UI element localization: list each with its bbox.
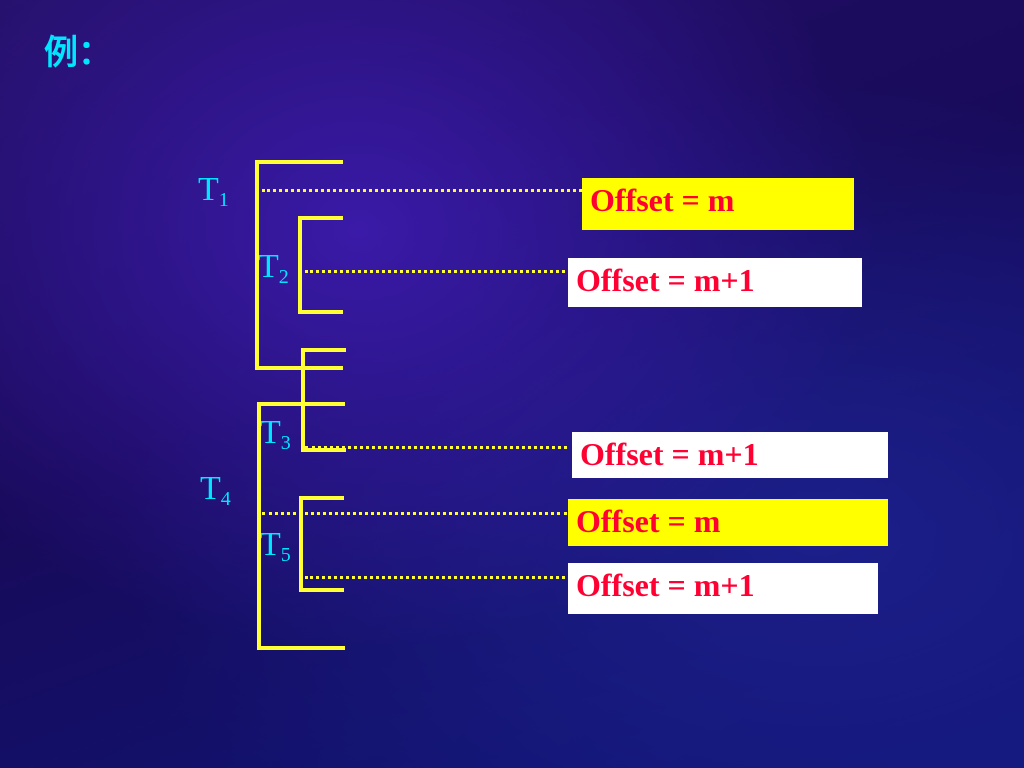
thread-label-t5: T5	[260, 526, 291, 566]
leader-line-t5	[305, 576, 565, 579]
bracket-t1	[255, 160, 343, 370]
bracket-t3	[301, 348, 346, 452]
leader-line-t3	[305, 446, 567, 449]
thread-label-t1: T1	[198, 171, 229, 211]
thread-label-t4: T4	[200, 470, 231, 510]
offset-box-t4: Offset = m	[568, 499, 888, 546]
offset-box-t5: Offset = m+1	[568, 563, 878, 614]
slide-title: 例：	[44, 33, 112, 73]
offset-box-t2: Offset = m+1	[568, 258, 862, 307]
thread-label-t3: T3	[260, 414, 291, 454]
bracket-t5	[299, 496, 344, 592]
bracket-t4	[257, 402, 345, 650]
thread-label-t2: T2	[258, 248, 289, 288]
offset-box-t3: Offset = m+1	[572, 432, 888, 478]
leader-line-t4	[262, 512, 567, 515]
leader-line-t1	[262, 189, 582, 192]
bracket-t2	[298, 216, 343, 314]
leader-line-t2	[305, 270, 565, 273]
offset-box-t1: Offset = m	[582, 178, 854, 230]
